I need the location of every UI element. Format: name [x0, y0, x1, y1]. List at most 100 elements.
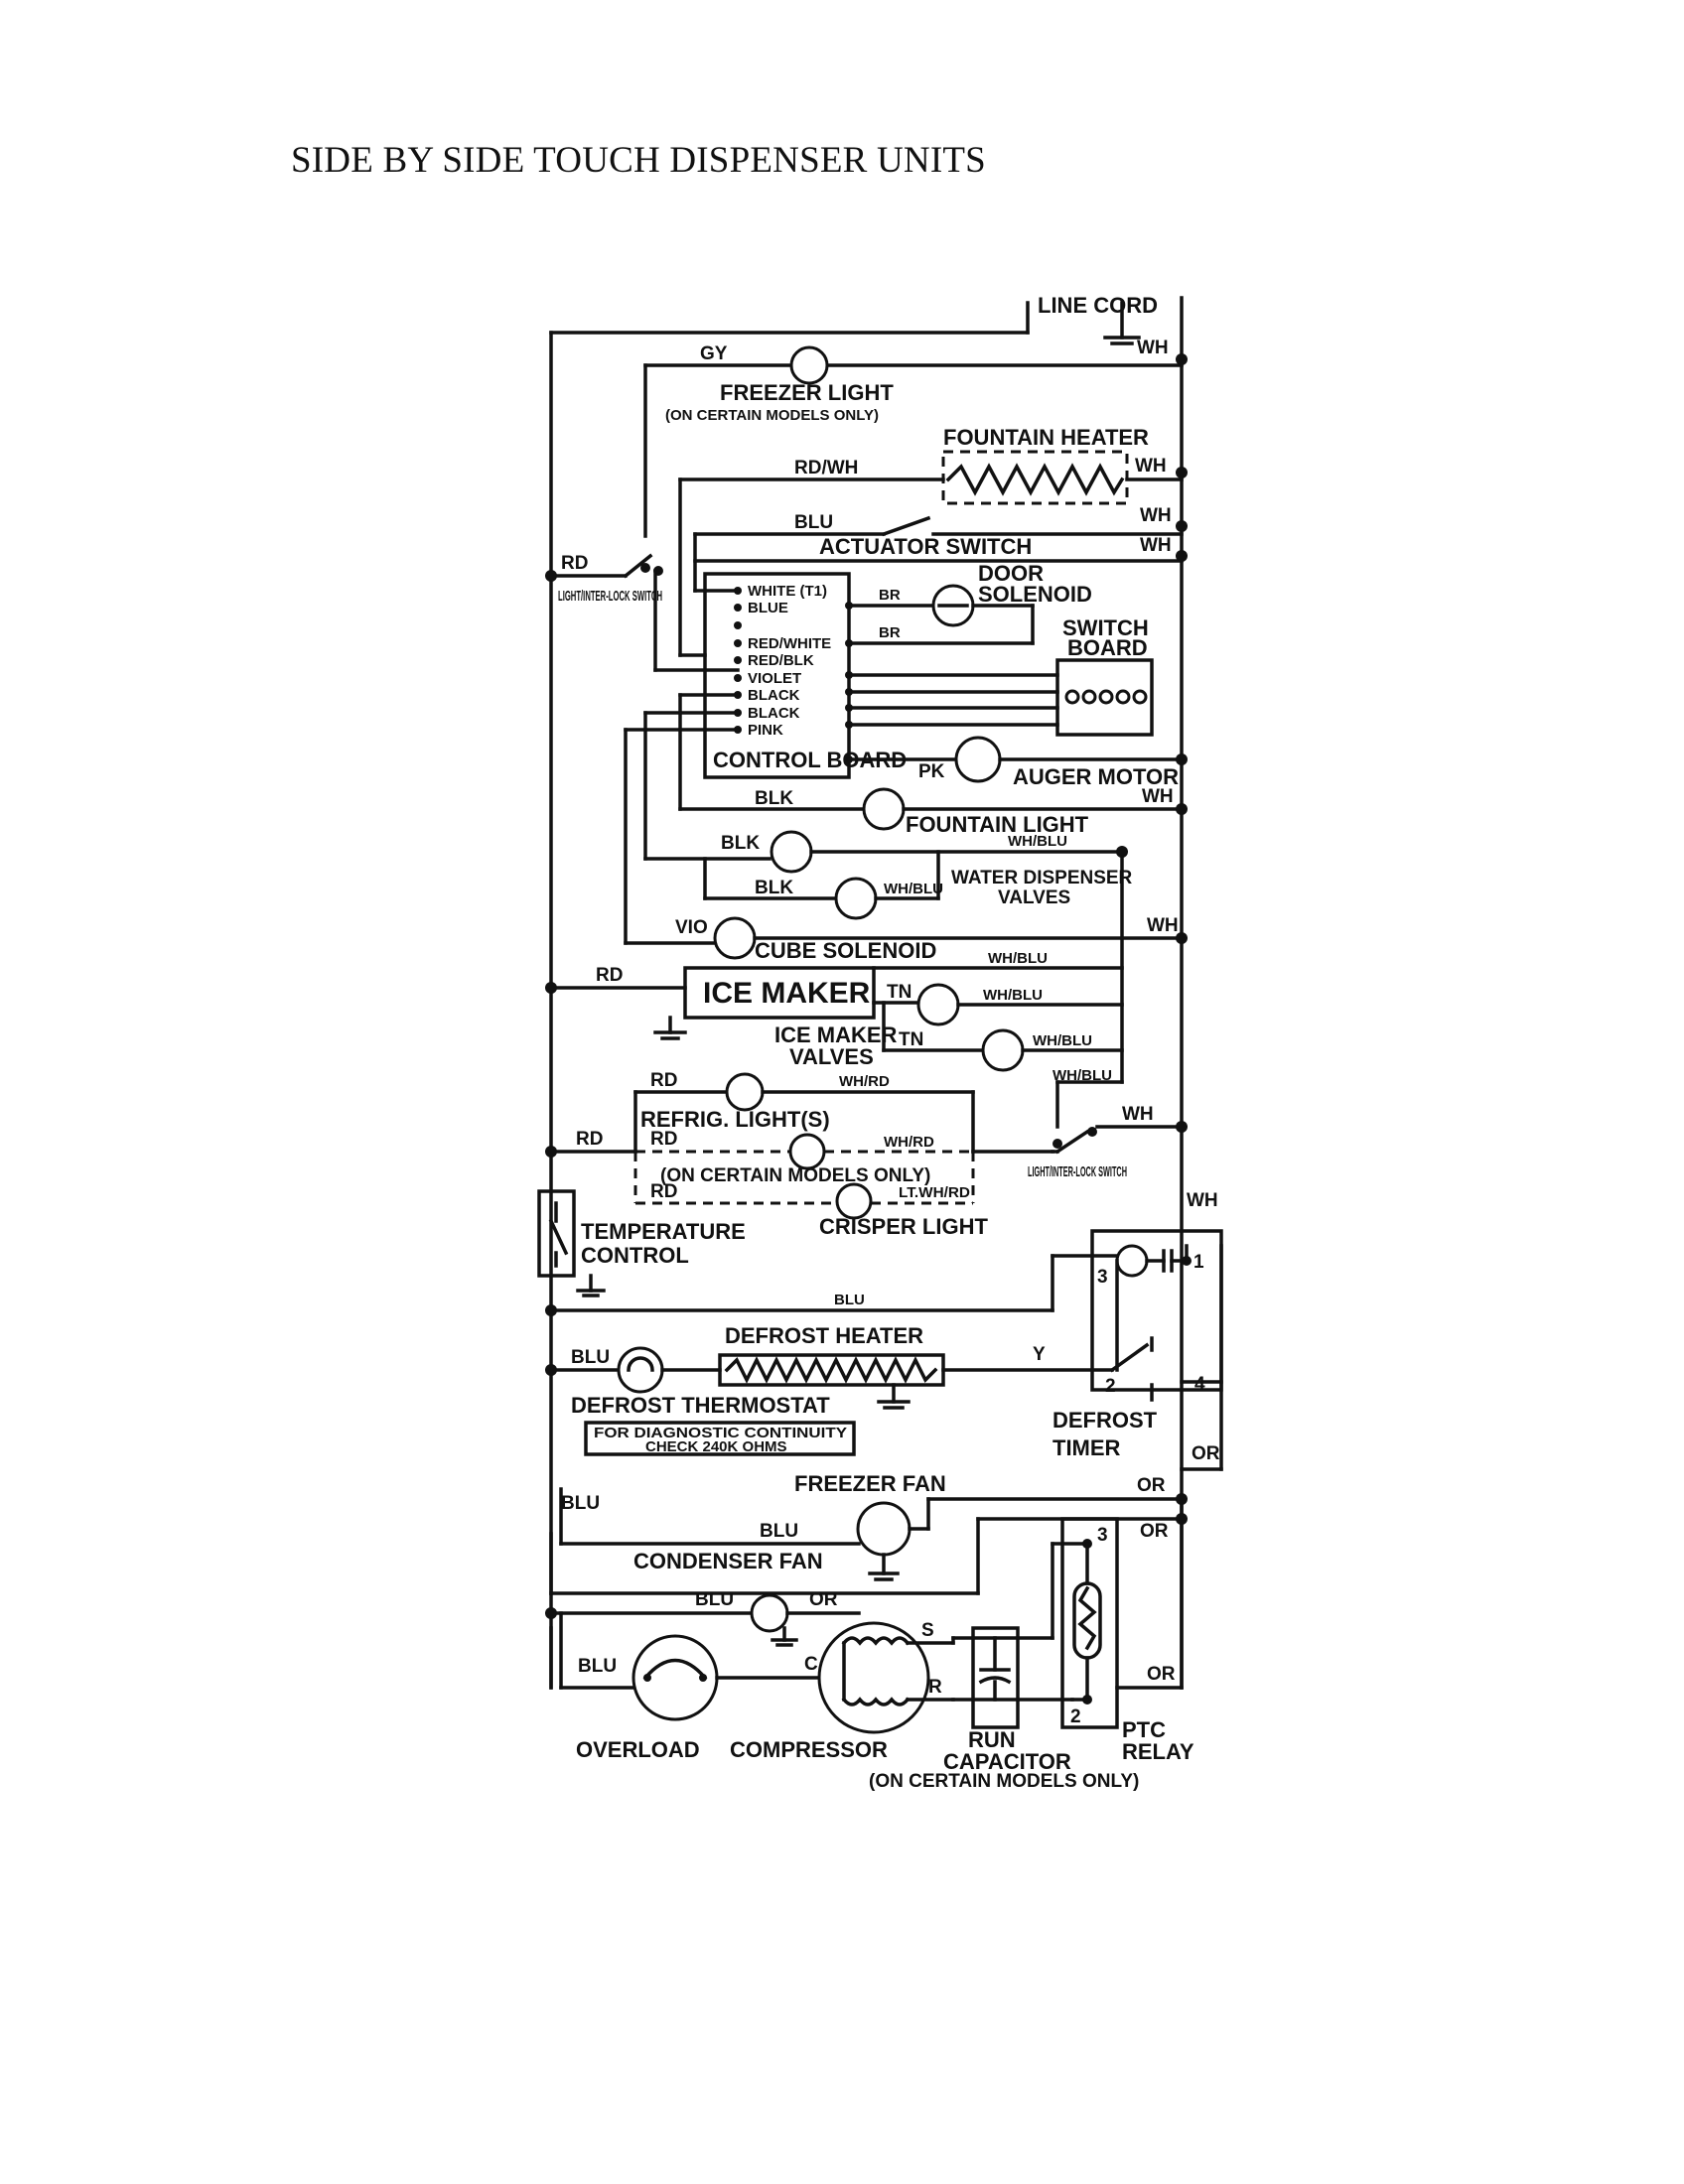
defrost-timer-label: DEFROST [1052, 1408, 1158, 1433]
svg-text:BLK: BLK [755, 788, 793, 809]
svg-text:RD: RD [576, 1129, 603, 1150]
svg-text:WH/BLU: WH/BLU [1052, 1067, 1112, 1084]
compressor-start-winding [841, 1636, 911, 1646]
svg-text:TN: TN [899, 1029, 923, 1050]
refrig-lights-label: REFRIG. LIGHT(S) [640, 1107, 830, 1132]
svg-text:BLU: BLU [578, 1656, 617, 1677]
svg-text:S: S [921, 1620, 934, 1641]
svg-text:WH: WH [1140, 505, 1172, 526]
svg-text:WH: WH [1140, 535, 1172, 556]
ice-maker-valves-label: ICE MAKER [774, 1023, 898, 1047]
heater-coil-icon [945, 463, 1125, 496]
svg-text:BLU: BLU [794, 512, 833, 533]
defrost-thermostat-note-box [584, 1421, 856, 1456]
svg-text:BLU: BLU [695, 1589, 734, 1610]
ice-maker-box [683, 966, 876, 1020]
actuator-switch-blade [881, 515, 931, 537]
svg-text:WH: WH [1135, 456, 1167, 477]
svg-text:BLU: BLU [561, 1493, 600, 1514]
timer-motor-icon [1115, 1244, 1149, 1278]
svg-text:RD: RD [650, 1070, 677, 1091]
svg-text:RD/WH: RD/WH [794, 458, 858, 478]
temperature-control-box [537, 1189, 576, 1278]
fountain-light-label: FOUNTAIN LIGHT [906, 812, 1089, 837]
crisper-light-label: CRISPER LIGHT [819, 1214, 988, 1239]
svg-text:SOLENOID: SOLENOID [978, 582, 1092, 607]
thermostat-switch-icon [548, 1218, 569, 1256]
svg-text:RED/WHITE: RED/WHITE [748, 635, 831, 652]
ice-maker-valve-1-icon [916, 983, 960, 1026]
crisper-light-bulb-icon [835, 1182, 873, 1220]
freezer-fan-motor-icon [856, 1501, 912, 1557]
svg-text:4: 4 [1194, 1374, 1205, 1395]
control-board-pins: WHITE (T1) BLUE RED/WHITE RED/BLK VIOLET… [734, 583, 853, 763]
svg-text:CONTROL: CONTROL [581, 1243, 689, 1268]
freezer-light-label: FREEZER LIGHT [720, 380, 894, 405]
interlock-switch-label: LIGHT/INTER-LOCK SWITCH [558, 588, 662, 605]
run-capacitor-label: RUN [968, 1727, 1016, 1752]
door-solenoid-label: DOOR [978, 561, 1044, 586]
svg-text:FOR DIAGNOSTIC CONTINUITY: FOR DIAGNOSTIC CONTINUITY [594, 1425, 847, 1441]
timer-switch-blade [1109, 1342, 1150, 1373]
run-capacitor-box [971, 1626, 1020, 1729]
svg-text:OR: OR [1147, 1664, 1176, 1685]
cube-solenoid-icon [713, 916, 757, 960]
condenser-fan-motor-icon [750, 1593, 789, 1633]
auger-motor-icon [954, 736, 1002, 783]
svg-text:RD: RD [650, 1181, 677, 1202]
svg-text:VIO: VIO [675, 917, 708, 938]
svg-text:WH/BLU: WH/BLU [983, 987, 1043, 1004]
svg-text:RELAY: RELAY [1122, 1739, 1194, 1764]
freezer-fan-label: FREEZER FAN [794, 1471, 946, 1496]
switch-board-contacts [1064, 689, 1148, 705]
temperature-control-label: TEMPERATURE [581, 1219, 746, 1244]
svg-text:VALVES: VALVES [998, 887, 1070, 908]
svg-text:3: 3 [1097, 1267, 1108, 1288]
svg-text:RD: RD [561, 553, 588, 574]
water-dispenser-valves-label: WATER DISPENSER [951, 868, 1133, 888]
svg-text:WH: WH [1147, 915, 1179, 936]
svg-text:TIMER: TIMER [1052, 1435, 1121, 1460]
line-cord-label: LINE CORD [1038, 293, 1158, 318]
defrost-thermostat-icon [617, 1346, 664, 1394]
switch-board-box [1055, 658, 1154, 737]
freezer-light-bulb-icon [789, 345, 829, 385]
svg-text:2: 2 [1070, 1706, 1081, 1727]
svg-text:BLACK: BLACK [748, 687, 800, 704]
interlock-switch-blade [623, 553, 653, 579]
svg-text:BLK: BLK [755, 878, 793, 898]
svg-text:WH: WH [1137, 338, 1169, 358]
page-title: SIDE BY SIDE TOUCH DISPENSER UNITS [291, 140, 986, 181]
svg-text:2: 2 [1105, 1376, 1116, 1397]
ptc-relay-label: PTC [1122, 1717, 1166, 1742]
svg-text:WH: WH [1187, 1190, 1218, 1211]
svg-text:1: 1 [1193, 1252, 1204, 1273]
fountain-heater-box [941, 450, 1129, 505]
svg-text:(ON CERTAIN MODELS ONLY): (ON CERTAIN MODELS ONLY) [660, 1165, 930, 1186]
svg-text:GY: GY [700, 343, 728, 364]
svg-text:BLU: BLU [834, 1292, 865, 1308]
svg-text:CHECK 240K OHMS: CHECK 240K OHMS [645, 1438, 787, 1455]
svg-text:VALVES: VALVES [789, 1044, 874, 1069]
svg-text:WH/BLU: WH/BLU [884, 881, 943, 897]
svg-text:WH/BLU: WH/BLU [1033, 1032, 1092, 1049]
condenser-fan-label: CONDENSER FAN [633, 1549, 823, 1573]
ice-maker-label: ICE MAKER [703, 977, 871, 1010]
svg-text:WH/RD: WH/RD [839, 1073, 890, 1090]
svg-text:WH: WH [1142, 786, 1174, 807]
ptc-relay-box [1060, 1517, 1119, 1729]
interlock-switch-2-label: LIGHT/INTER-LOCK SWITCH [1028, 1163, 1127, 1180]
svg-text:R: R [928, 1677, 942, 1698]
svg-text:OR: OR [1137, 1475, 1166, 1496]
defrost-heater-label: DEFROST HEATER [725, 1323, 923, 1348]
fountain-light-bulb-icon [862, 787, 906, 831]
svg-text:BR: BR [879, 587, 901, 604]
svg-text:RED/BLK: RED/BLK [748, 652, 814, 669]
svg-text:OR: OR [1192, 1443, 1220, 1464]
svg-text:BOARD: BOARD [1067, 635, 1148, 660]
svg-text:Y: Y [1033, 1344, 1046, 1365]
svg-text:WH: WH [1122, 1104, 1154, 1125]
svg-text:WH/BLU: WH/BLU [1008, 833, 1067, 850]
